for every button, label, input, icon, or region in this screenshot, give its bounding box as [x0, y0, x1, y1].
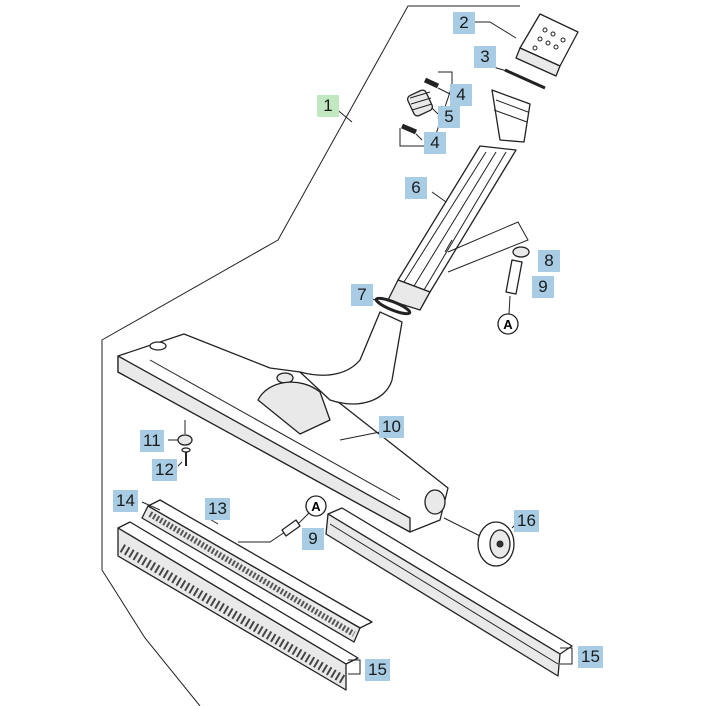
leader-16: [443, 517, 481, 537]
part-9-axle-pin-upper: [505, 259, 523, 295]
part-4-pin-lower: [401, 123, 417, 135]
part-9-axle-pin-lower: [238, 511, 311, 543]
callout-8: 8: [538, 250, 560, 272]
callout-13: 13: [205, 498, 230, 520]
svg-text:A: A: [503, 317, 513, 332]
callout-1: 1: [317, 95, 339, 117]
part-2-end-cap: [515, 13, 579, 77]
callout-9a: 9: [532, 276, 554, 298]
leader-10: [339, 431, 381, 441]
callout-16: 16: [514, 510, 539, 532]
callout-7: 7: [351, 284, 373, 306]
callout-15a: 15: [365, 659, 390, 681]
leader-5: [431, 107, 439, 115]
bracket-8-9: [447, 221, 529, 273]
part-5-spring: [406, 89, 434, 117]
svg-text:A: A: [311, 499, 321, 514]
leader-4b: [415, 133, 423, 141]
leader-2: [470, 21, 517, 39]
part-8-nut: [512, 246, 530, 258]
callout-9b: 9: [302, 528, 324, 550]
marker-a-lower: A: [305, 495, 327, 517]
leader-14: [141, 501, 161, 511]
callout-3: 3: [474, 46, 496, 68]
leader-6: [431, 191, 447, 203]
leader-12: [177, 461, 183, 467]
part-13-bristle-strip-upper: [141, 499, 373, 643]
callout-5: 5: [438, 106, 460, 128]
part-12-screw: [181, 447, 191, 466]
part-3-rod: [504, 68, 546, 90]
callout-4a: 4: [450, 84, 472, 106]
callout-14: 14: [113, 490, 138, 512]
callout-10: 10: [379, 416, 404, 438]
callout-12: 12: [152, 459, 177, 481]
part-15-strip-left: [117, 521, 359, 691]
callout-15b: 15: [578, 646, 603, 668]
marker-a-upper: A: [497, 313, 519, 335]
callout-11: 11: [140, 430, 164, 452]
leader-9a: [508, 295, 511, 315]
part-16-wheel: [424, 489, 515, 567]
assembly-outline: [101, 5, 520, 706]
leader-15a: [348, 659, 361, 675]
leader-15b: [560, 647, 573, 665]
leader-4a: [437, 87, 451, 95]
part-10-floor-head: [117, 311, 449, 533]
part-4-pin-upper: [423, 77, 440, 89]
callout-4b: 4: [424, 132, 446, 154]
part-11-clip: [177, 420, 193, 446]
part-15-strip-right: [325, 507, 573, 677]
callout-2: 2: [453, 12, 475, 34]
callout-6: 6: [405, 177, 427, 199]
part-7-o-ring: [374, 296, 412, 316]
